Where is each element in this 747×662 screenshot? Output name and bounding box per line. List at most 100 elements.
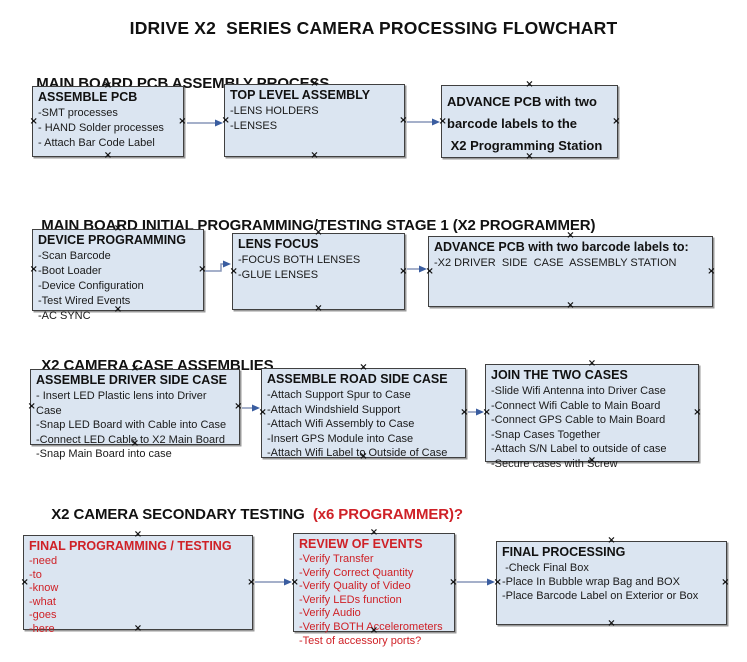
box-item: -Place Barcode Label on Exterior or Box [502,590,699,602]
section-heading-red-text: (x6 PROGRAMMER)? [308,506,463,523]
connection-anchor-icon: × [290,576,299,588]
connection-anchor-icon: × [103,150,113,161]
box-title: JOIN THE TWO CASES [491,368,628,382]
box-item: -Insert GPS Module into Case [267,432,414,445]
connection-anchor-icon: × [359,362,368,373]
connection-anchor-icon: × [247,576,256,588]
box-item: -Snap Cases Together [491,428,601,441]
box-item: -Connect Wifi Cable to Main Board [491,399,661,412]
box-item: -need [29,555,58,567]
box-item: -Attach Wifi Assembly to Case [267,418,415,430]
box-item: -Verify LEDs function [299,593,402,606]
flow-box-advance-pcb-programming-station[interactable]: × × × × ADVANCE PCB with two barcode lab… [438,79,621,162]
box-item: -SMT processes [38,107,118,119]
box-item: -Boot Loader [38,265,102,277]
flow-box-device-programming[interactable]: × × × × DEVICE PROGRAMMING -Scan Barcode… [29,224,207,323]
flow-box-assemble-road-side-case[interactable]: × × × × ASSEMBLE ROAD SIDE CASE -Attach … [258,362,469,462]
box-item: -LENS HOLDERS [230,105,319,117]
box-title: FINAL PROCESSING [502,545,626,559]
connection-anchor-icon: × [198,264,207,275]
box-item: -AC SYNC [38,310,91,322]
box-title: REVIEW OF EVENTS [299,537,423,551]
box-item: -Test of accessory ports? [299,634,422,647]
flow-box-join-the-two-cases[interactable]: × × × × JOIN THE TWO CASES -Slide Wifi A… [482,358,702,470]
connection-anchor-icon: × [27,401,36,412]
box-title: DEVICE PROGRAMMING [38,233,186,247]
connection-anchor-icon: × [460,407,469,418]
connection-anchor-icon: × [425,265,434,277]
box-item: -Attach Wifi Label to Outside of Case [267,447,448,459]
flow-box-final-programming-testing[interactable]: × × × × FINAL PROGRAMMING / TESTING -nee… [20,530,256,635]
box-item: -Snap Main Board into case [36,448,172,460]
connection-anchor-icon: × [493,577,502,588]
box-item: -LENSES [230,120,278,132]
box-item: -Verify Transfer [299,553,374,565]
connection-anchor-icon: × [525,79,534,90]
box-item: -Secure cases with Screw [491,457,618,470]
flow-box-top-level-assembly[interactable]: × × × × TOP LEVEL ASSEMBLY -LENS HOLDERS… [221,79,408,161]
connection-anchor-icon: × [258,407,267,418]
box-item: -what [29,595,56,608]
arrow-device-programming-to-lens-focus [205,260,231,272]
connection-anchor-icon: × [229,265,238,277]
connection-anchor-icon: × [29,264,38,275]
box-item: -Device Configuration [38,280,144,292]
flow-box-lens-focus[interactable]: × × × × LENS FOCUS -FOCUS BOTH LENSES -G… [229,228,408,314]
box-item: -Test Wired Events [38,295,131,307]
connection-anchor-icon: × [20,576,29,588]
box-item: -Snap LED Board with Cable into Case [36,419,227,431]
connection-anchor-icon: × [587,358,597,369]
connection-anchor-icon: × [566,300,575,311]
box-item: -Scan Barcode [38,250,111,262]
box-title: TOP LEVEL ASSEMBLY [230,88,371,102]
box-item: -Verify BOTH Accelerometers [299,620,443,633]
connection-anchor-icon: × [310,150,319,161]
connection-anchor-icon: × [612,115,621,127]
box-item: -Attach Support Spur to Case [267,389,411,401]
flow-box-advance-pcb-driver-side-station[interactable]: × × × × ADVANCE PCB with two barcode lab… [425,231,716,311]
box-title: ASSEMBLE DRIVER SIDE CASE [36,373,228,387]
box-item: -Check Final Box [502,562,589,574]
page-title: IDRIVE X2 SERIES CAMERA PROCESSING FLOWC… [129,18,618,38]
box-item: -Connect GPS Cable to Main Board [491,414,666,426]
connection-anchor-icon: × [438,115,447,127]
box-item: -goes [29,609,57,622]
box-item: -here [29,622,55,635]
box-title: ADVANCE PCB with two barcode labels to t… [447,94,603,153]
connection-anchor-icon: × [707,265,716,277]
connection-anchor-icon: × [449,576,458,588]
box-item: -X2 DRIVER SIDE CASE ASSEMBLY STATION [434,257,677,269]
connection-anchor-icon: × [607,618,616,629]
box-item: - HAND Solder processes [38,122,164,134]
section-heading-text: X2 CAMERA SECONDARY TESTING [51,506,309,523]
box-item: -FOCUS BOTH LENSES [238,254,361,266]
box-title: ADVANCE PCB with two barcode labels to: [434,240,689,254]
box-item: - Insert LED Plastic lens into Driver Ca… [36,390,210,417]
box-item: -Attach Windshield Support [267,403,401,416]
box-item: -Connect LED Cable to X2 Main Board [36,433,225,446]
flow-box-review-of-events[interactable]: × × × × REVIEW OF EVENTS -Verify Transfe… [290,528,458,647]
connection-anchor-icon: × [721,577,730,588]
box-title: ASSEMBLE ROAD SIDE CASE [267,372,448,386]
connection-anchor-icon: × [314,303,323,314]
flow-box-assemble-pcb[interactable]: × × × × ASSEMBLE PCB -SMT processes - HA… [29,81,187,161]
box-item: -Slide Wifi Antenna into Driver Case [491,385,666,397]
box-title: ASSEMBLE PCB [38,90,138,104]
box-item: -Verify Quality of Video [299,580,411,593]
connection-anchor-icon: × [399,265,408,277]
box-item: -Verify Audio [299,607,361,620]
box-title: LENS FOCUS [238,237,319,251]
connection-anchor-icon: × [29,115,38,127]
connection-anchor-icon: × [178,115,187,127]
section-heading-secondary-testing: X2 CAMERA SECONDARY TESTING (x6 PROGRAMM… [35,489,463,540]
connection-anchor-icon: × [482,407,491,418]
box-item: -Place In Bubble wrap Bag and BOX [502,576,680,588]
flow-box-final-processing[interactable]: × × × × FINAL PROCESSING -Check Final Bo… [493,536,730,629]
box-title: FINAL PROGRAMMING / TESTING [29,539,232,553]
box-item: -Verify Correct Quantity [299,566,414,579]
box-item: -know [29,582,59,595]
flow-box-assemble-driver-side-case[interactable]: × × × × ASSEMBLE DRIVER SIDE CASE - Inse… [27,364,243,461]
box-item: -Attach S/N Label to outside of case [491,443,667,455]
connection-anchor-icon: × [221,114,230,126]
